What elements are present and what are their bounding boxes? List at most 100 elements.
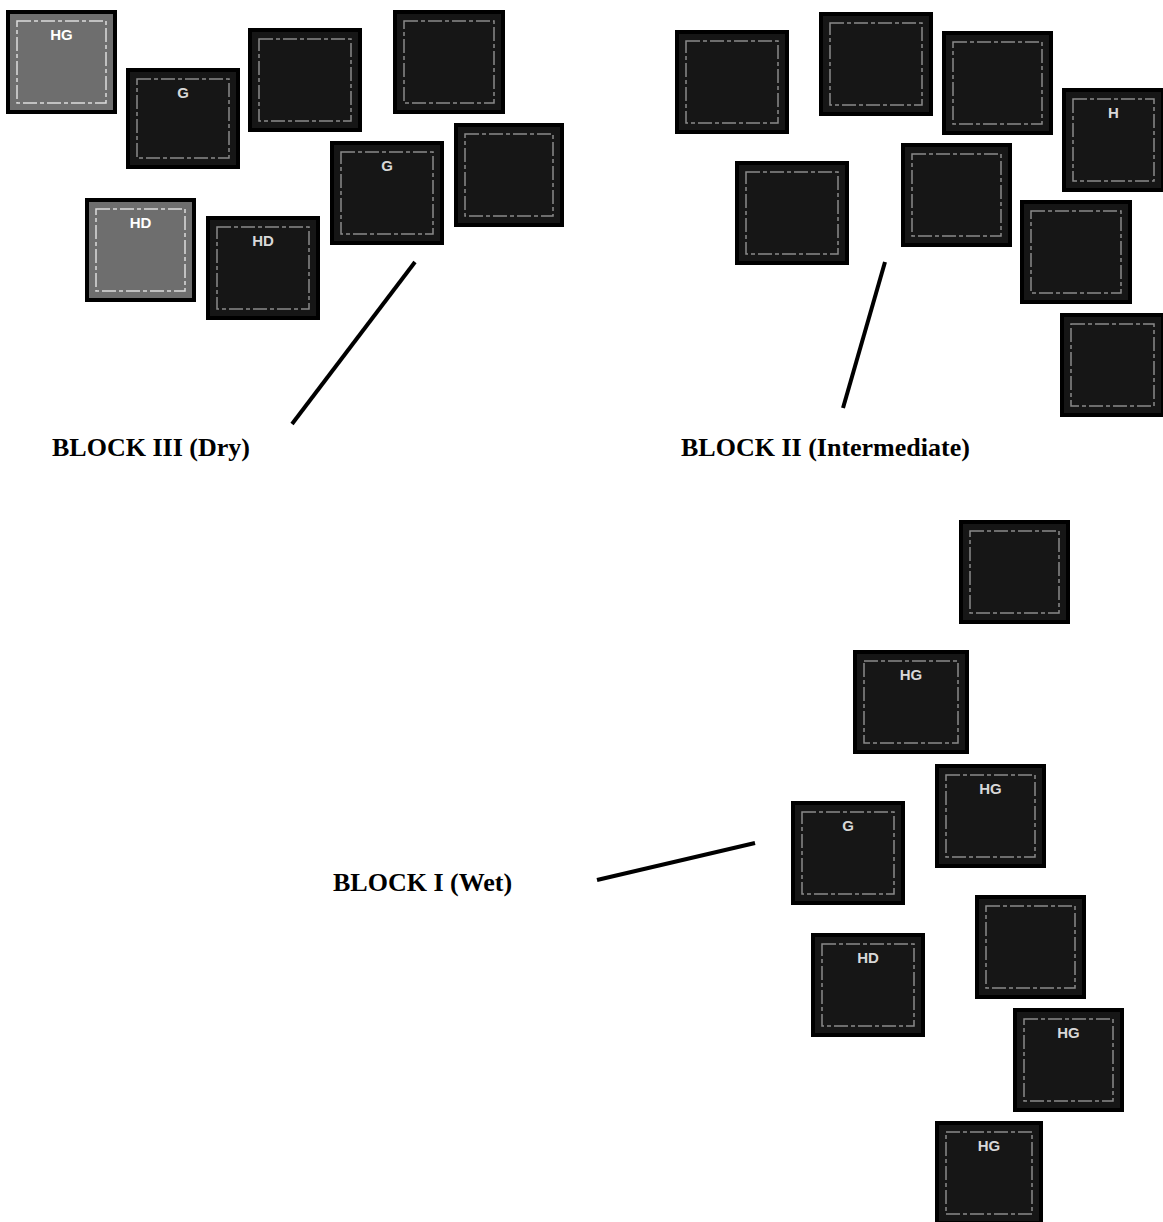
plot-square (8, 12, 115, 112)
plot-square (1062, 315, 1163, 415)
plot-border (217, 227, 309, 309)
plot-fill (1064, 90, 1163, 190)
plot-border (986, 906, 1075, 988)
plot-fill (208, 218, 318, 318)
plot-border (1071, 324, 1154, 406)
plot-code: HG (900, 666, 923, 683)
plot-box: G (793, 803, 903, 903)
leader-line (292, 262, 415, 424)
plot-box: HG (937, 766, 1044, 866)
plot-square (395, 12, 503, 112)
plot-square (737, 163, 847, 263)
plot-square (961, 522, 1068, 622)
plot-border (259, 39, 351, 121)
plot-border (946, 775, 1035, 857)
plot-border (137, 79, 229, 158)
plot-border (686, 41, 778, 123)
plot-fill (1022, 202, 1130, 302)
plot-square (813, 935, 923, 1035)
plot-code: G (177, 84, 189, 101)
plot-code: HG (50, 26, 73, 43)
plot-box: HG (937, 1123, 1041, 1222)
block-label: BLOCK II (Intermediate) (681, 433, 970, 463)
plot-code: H (1108, 104, 1119, 121)
plot-fill (87, 200, 194, 300)
plot-fill (1062, 315, 1163, 415)
plot-border (465, 134, 553, 216)
plot-border (970, 531, 1059, 613)
plot-square (1064, 90, 1163, 190)
block-label: BLOCK III (Dry) (52, 433, 250, 463)
plot-fill (813, 935, 923, 1035)
plot-square (937, 1123, 1041, 1222)
plot-border (17, 21, 106, 103)
plot-box: HD (813, 935, 923, 1035)
plot-fill (332, 143, 442, 243)
plot-box: G (332, 143, 442, 243)
plot-box: HD (208, 218, 318, 318)
plot-code: HG (978, 1137, 1001, 1154)
plot-code: G (842, 817, 854, 834)
plot-box: HG (8, 12, 115, 112)
plot-border (1073, 99, 1154, 181)
plot-fill (903, 145, 1010, 245)
plot-fill (937, 1123, 1041, 1222)
plot-fill (456, 125, 562, 225)
plot-square (903, 145, 1010, 245)
plot-code: HG (979, 780, 1002, 797)
plot-fill (977, 897, 1084, 997)
plot-code: HD (857, 949, 879, 966)
plot-border (953, 42, 1042, 124)
plot-code: G (381, 157, 393, 174)
plot-fill (8, 12, 115, 112)
leader-line (843, 262, 885, 408)
plot-code: HG (1057, 1024, 1080, 1041)
plot-fill (128, 70, 238, 167)
plot-border (912, 154, 1001, 236)
plot-fill (1015, 1010, 1122, 1110)
plot-square (456, 125, 562, 225)
plot-fill (395, 12, 503, 112)
plot-squares (8, 12, 1163, 1222)
plot-fill (250, 30, 360, 130)
plot-square (793, 803, 903, 903)
plot-box: HG (1015, 1010, 1122, 1110)
plot-border (864, 661, 958, 743)
plot-square (821, 14, 931, 114)
plot-square (937, 766, 1044, 866)
block-label: BLOCK I (Wet) (333, 868, 512, 898)
plot-square (677, 32, 787, 132)
plot-border (830, 23, 922, 105)
plot-fill (737, 163, 847, 263)
plot-square (87, 200, 194, 300)
plot-square (250, 30, 360, 130)
plot-border (96, 209, 185, 291)
plot-border (404, 21, 494, 103)
plot-square (1022, 202, 1130, 302)
plot-box: HD (87, 200, 194, 300)
plot-code: HD (252, 232, 274, 249)
plot-border (802, 812, 894, 894)
plot-fill (793, 803, 903, 903)
plot-box: HG (855, 652, 967, 752)
plot-border (946, 1132, 1032, 1214)
plot-border (1031, 211, 1121, 293)
plot-border (1024, 1019, 1113, 1101)
plot-square (208, 218, 318, 318)
leader-line (597, 843, 755, 880)
plot-fill (677, 32, 787, 132)
plot-square (944, 33, 1051, 133)
leader-lines (292, 262, 885, 880)
plot-fill (821, 14, 931, 114)
plot-square (128, 70, 238, 167)
plot-square (977, 897, 1084, 997)
plot-border (822, 944, 914, 1026)
plot-fill (944, 33, 1051, 133)
plot-fill (937, 766, 1044, 866)
plot-box: G (128, 70, 238, 167)
plot-square (855, 652, 967, 752)
plot-code: HD (130, 214, 152, 231)
plot-square (1015, 1010, 1122, 1110)
